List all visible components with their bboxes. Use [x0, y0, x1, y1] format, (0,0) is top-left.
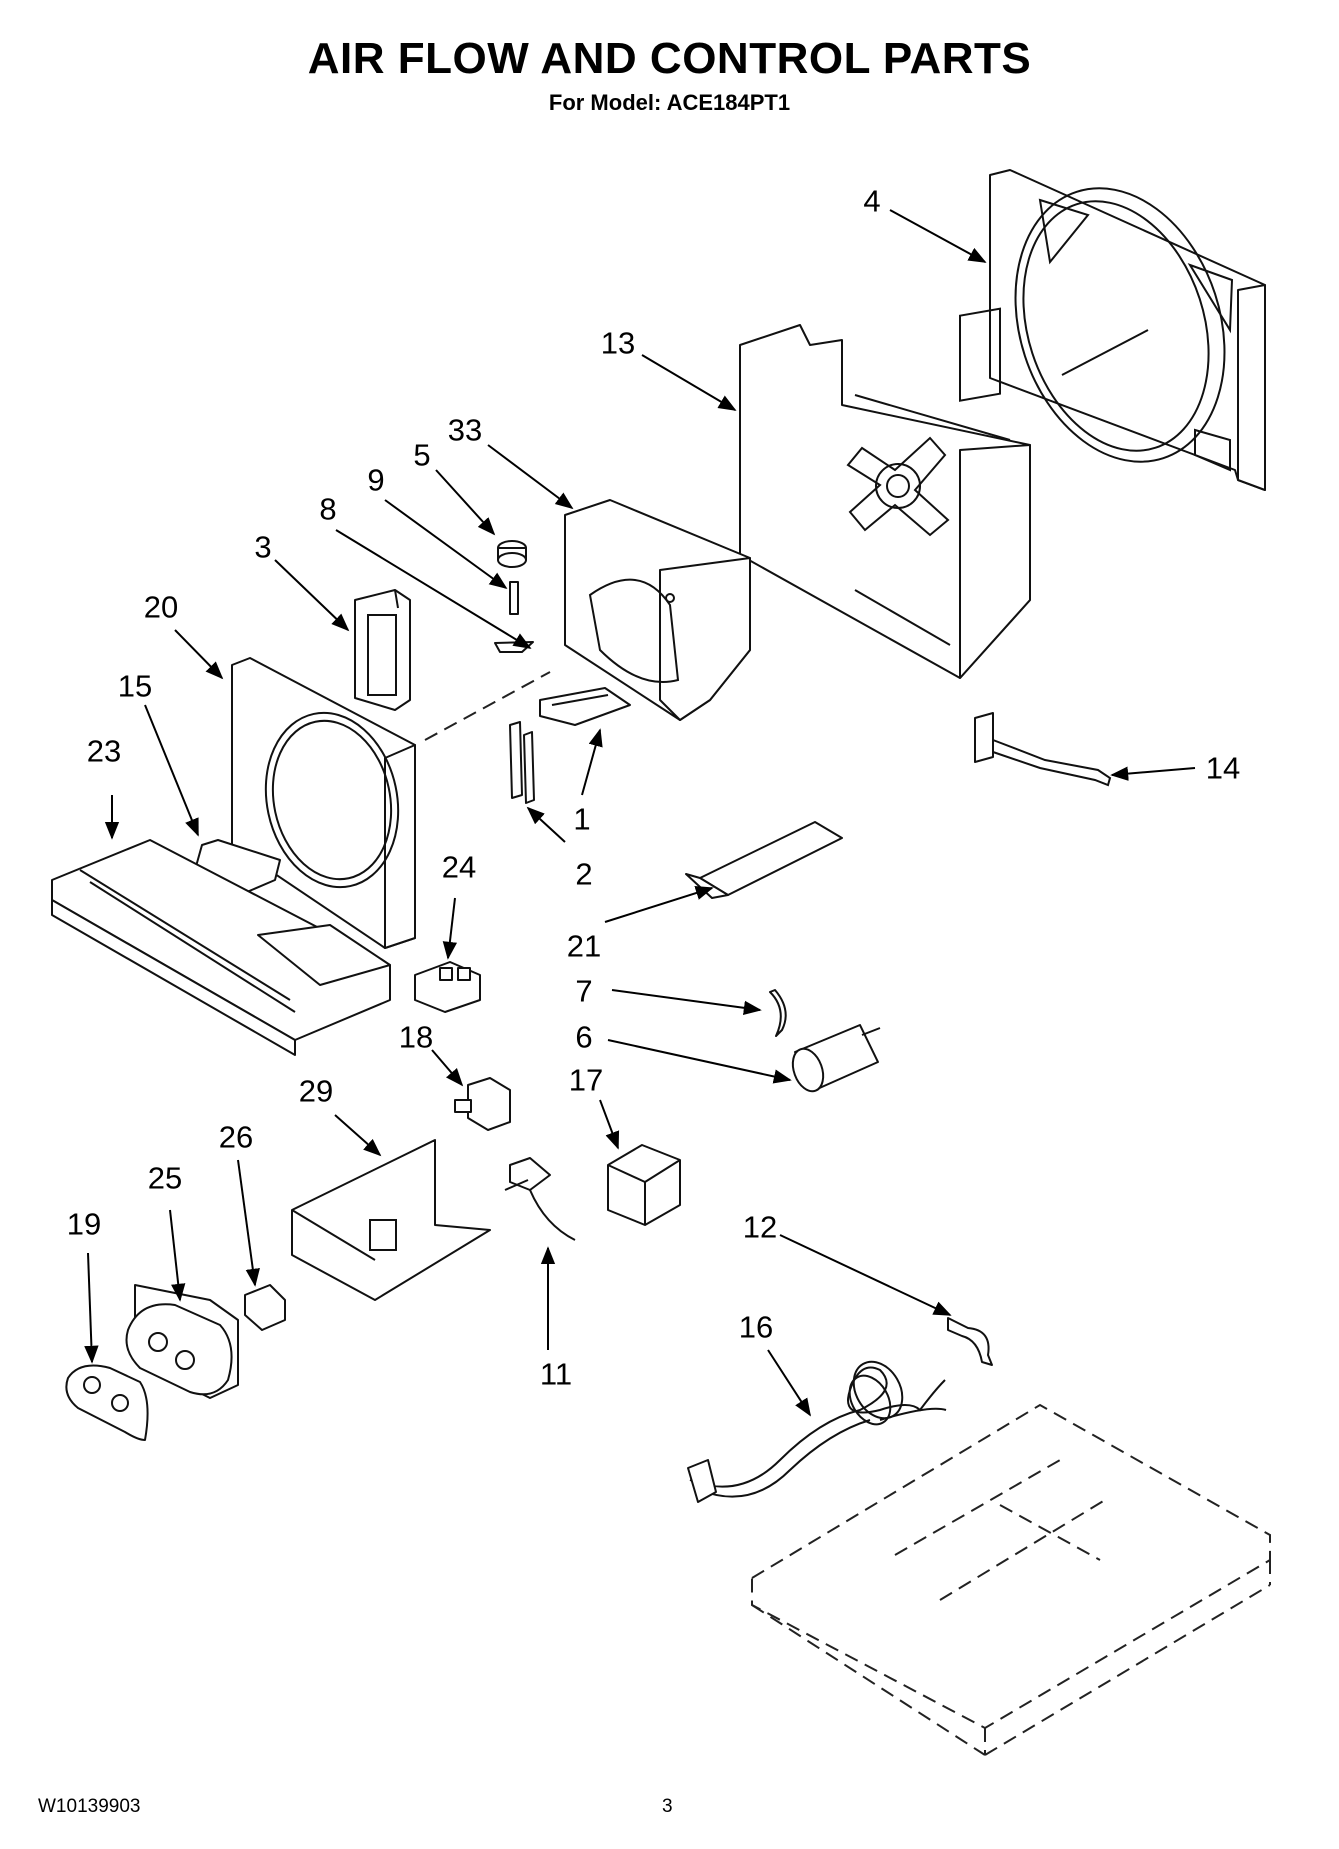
callout-14: 14	[1205, 750, 1241, 786]
page-title: AIR FLOW AND CONTROL PARTS	[307, 34, 1032, 83]
callout-16: 16	[738, 1309, 774, 1345]
part-23-base-pan	[51, 839, 391, 1056]
part-18-rotary-switch	[454, 1077, 511, 1131]
callout-8: 8	[319, 491, 337, 527]
callout-9: 9	[367, 462, 385, 498]
part-21-cover	[685, 821, 843, 899]
callout-26: 26	[218, 1119, 254, 1155]
document-number: W10139903	[38, 1796, 141, 1817]
callout-13: 13	[600, 325, 636, 361]
callout-2: 2	[575, 856, 593, 892]
part-2-seal	[509, 721, 535, 804]
callout-7: 7	[575, 973, 593, 1009]
callout-17: 17	[568, 1062, 604, 1098]
callout-4: 4	[863, 183, 881, 219]
page-number: 3	[662, 1796, 673, 1817]
part-20-orifice-panel	[231, 657, 551, 949]
callout-6: 6	[575, 1019, 593, 1055]
callout-20: 20	[143, 589, 179, 625]
part-12-clamp	[947, 1317, 993, 1366]
callout-11: 11	[539, 1356, 573, 1392]
part-24-switch	[414, 961, 481, 1013]
model-subtitle: For Model: ACE184PT1	[548, 90, 791, 115]
callout-19: 19	[66, 1206, 102, 1242]
callout-5: 5	[413, 437, 431, 473]
part-5-knob	[497, 540, 527, 568]
callout-18: 18	[398, 1019, 434, 1055]
base-chassis-outline	[751, 1403, 1271, 1756]
part-11-thermostat	[504, 1157, 576, 1241]
part-19-escutcheon	[65, 1364, 149, 1441]
part-13-bulkhead	[739, 307, 1031, 679]
callout-29: 29	[298, 1073, 334, 1109]
part-17-relay	[607, 1144, 681, 1226]
part-33-fan-housing	[564, 499, 751, 721]
callout-25: 25	[147, 1160, 183, 1196]
part-6-capacitor	[791, 1024, 881, 1093]
callout-23: 23	[86, 733, 122, 769]
callout-12: 12	[742, 1209, 778, 1245]
part-3-bracket	[354, 589, 411, 711]
callout-21: 21	[566, 928, 602, 964]
part-29-control-bracket	[291, 1139, 491, 1301]
part-4-shroud	[989, 169, 1266, 491]
callout-24: 24	[441, 849, 477, 885]
callout-3: 3	[254, 529, 272, 565]
callout-15: 15	[117, 668, 153, 704]
part-25-control-panel	[125, 1284, 239, 1399]
part-16-power-cord	[687, 1360, 947, 1503]
leader-arrows	[84, 209, 1196, 1417]
callout-33: 33	[447, 412, 483, 448]
part-7-strap	[769, 989, 787, 1037]
part-14-bracket	[974, 712, 1112, 787]
part-26-connector	[244, 1284, 286, 1331]
part-9-clip	[509, 581, 519, 615]
part-1-duct	[539, 687, 631, 726]
callout-1: 1	[573, 801, 591, 837]
